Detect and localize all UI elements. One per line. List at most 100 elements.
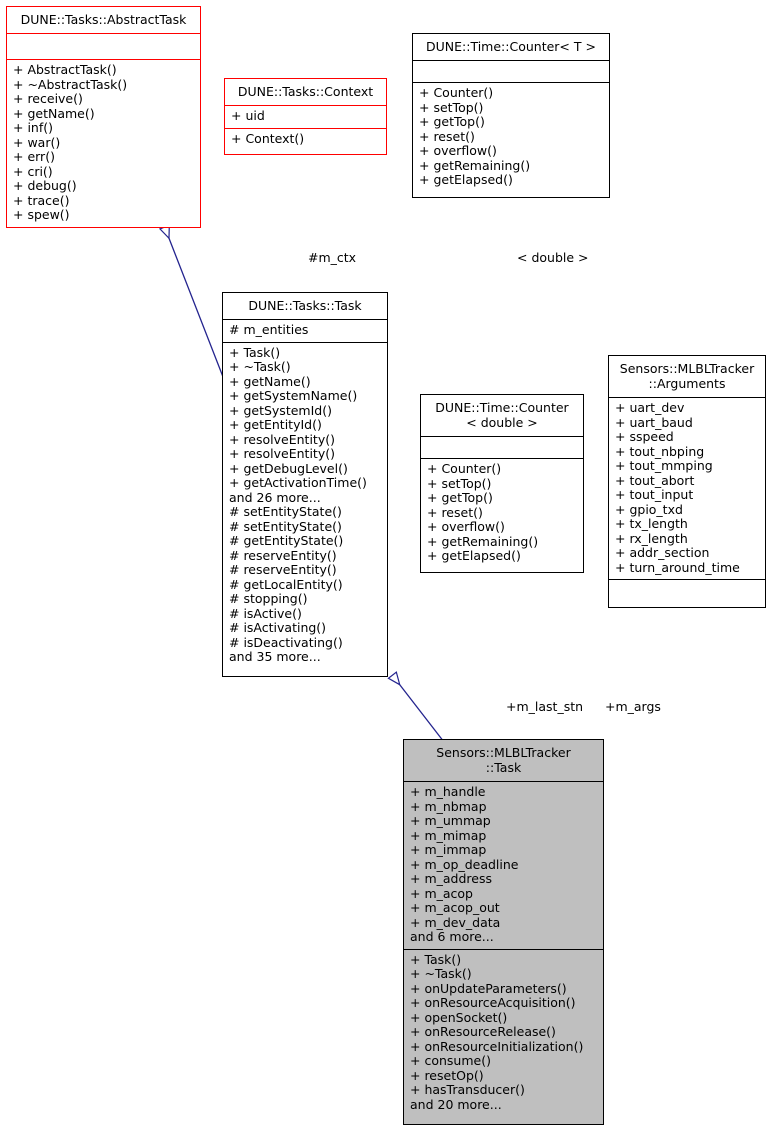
member-row: + tx_length: [615, 516, 688, 531]
member-row: + rx_length: [615, 530, 688, 546]
member-row: + uart_baud: [615, 414, 693, 430]
class-box-mlbl-task[interactable]: Sensors::MLBLTracker ::Task + m_handle+ …: [403, 739, 604, 1125]
class-box-context[interactable]: DUNE::Tasks::Context + uid + Context(): [224, 78, 387, 155]
member-row: + Task(): [229, 344, 281, 360]
class-title-mlbl-arguments-line1: Sensors::MLBLTracker: [619, 361, 755, 376]
member-row: + uid: [231, 108, 265, 123]
member-row: + resolveEntity(): [229, 446, 335, 461]
class-box-tasks-task[interactable]: DUNE::Tasks::Task # m_entities + Task()+…: [222, 292, 388, 677]
class-title-counter-t: DUNE::Time::Counter< T >: [426, 39, 596, 54]
class-title-tasks-task: DUNE::Tasks::Task: [248, 298, 362, 313]
member-row: + m_mimap: [410, 827, 487, 843]
member-row: # stopping(): [229, 591, 308, 606]
class-title-context: DUNE::Tasks::Context: [237, 84, 374, 99]
class-title-mlbl-task-line2: ::Task: [485, 760, 522, 775]
class-operations-context: + Context(): [225, 127, 386, 151]
edge-inheritance-mlbltask-task: [393, 676, 445, 743]
class-attributes-counter-t: [413, 60, 609, 82]
member-row: + overflow(): [427, 519, 505, 534]
member-row: + Counter(): [427, 461, 502, 476]
class-attributes-tasks-task: # m_entities: [223, 319, 387, 342]
member-row: + sspeed: [615, 429, 674, 444]
class-title-counter-double: DUNE::Time::Counter < double >: [421, 395, 583, 436]
member-row: and 35 more...: [229, 649, 321, 664]
member-row: + spew(): [13, 207, 70, 222]
member-row: # setEntityState(): [229, 504, 342, 519]
class-title-mlbl-arguments: Sensors::MLBLTracker ::Arguments: [609, 356, 765, 397]
class-operations-counter-double: + Counter()+ setTop()+ getTop()+ reset()…: [421, 458, 583, 568]
class-box-counter-t[interactable]: DUNE::Time::Counter< T > + Counter()+ se…: [412, 33, 610, 198]
member-row: + getName(): [13, 105, 95, 121]
class-operations-mlbl-arguments: [609, 579, 765, 605]
member-row: + getEntityId(): [229, 417, 322, 432]
member-row: + m_acop_out: [410, 900, 500, 915]
member-row: + tout_mmping: [615, 458, 713, 473]
edge-label-m-last-stn: +m_last_stn: [506, 699, 584, 714]
member-row: # isDeactivating(): [229, 634, 343, 650]
member-row: # getEntityState(): [229, 533, 344, 548]
member-row: + uart_dev: [615, 400, 685, 415]
member-row: + Counter(): [419, 85, 494, 100]
member-row: + cri(): [13, 163, 53, 179]
class-attributes-mlbl-arguments: + uart_dev+ uart_baud+ sspeed+ tout_nbpi…: [609, 397, 765, 579]
member-row: + Context(): [231, 130, 305, 146]
member-row: + resetOp(): [410, 1067, 484, 1083]
member-row: + getRemaining(): [427, 533, 539, 549]
member-row: + m_acop: [410, 885, 473, 901]
member-row: + m_handle: [410, 784, 486, 799]
class-attributes-counter-double: [421, 436, 583, 458]
member-row: + getRemaining(): [419, 157, 531, 173]
edge-label-m-ctx: #m_ctx: [308, 250, 357, 265]
member-row: + Task(): [410, 951, 462, 967]
member-row: + getActivationTime(): [229, 475, 367, 490]
class-title-abstract-task: DUNE::Tasks::AbstractTask: [20, 12, 187, 27]
member-row: + getSystemName(): [229, 388, 358, 403]
member-row: + receive(): [13, 91, 83, 106]
class-box-mlbl-arguments[interactable]: Sensors::MLBLTracker ::Arguments + uart_…: [608, 355, 766, 608]
member-row: + ~Task(): [229, 359, 291, 374]
class-title-mlbl-task: Sensors::MLBLTracker ::Task: [404, 740, 603, 781]
member-row: + getElapsed(): [419, 172, 513, 187]
member-row: + getElapsed(): [427, 548, 521, 563]
member-row: # m_entities: [229, 322, 309, 337]
class-operations-tasks-task: + Task()+ ~Task()+ getName()+ getSystemN…: [223, 341, 387, 669]
member-row: + setTop(): [419, 99, 484, 115]
member-row: + getTop(): [419, 114, 485, 129]
member-row: + tout_nbping: [615, 443, 705, 459]
member-row: + m_nbmap: [410, 798, 487, 814]
member-row: + m_immap: [410, 842, 487, 857]
member-row: + inf(): [13, 120, 53, 135]
member-row: # isActive(): [229, 605, 302, 621]
member-row: + reset(): [419, 128, 475, 144]
member-row: + debug(): [13, 178, 77, 193]
member-row: + m_ummap: [410, 813, 491, 828]
member-row: + resolveEntity(): [229, 431, 335, 447]
member-row: # isActivating(): [229, 620, 327, 635]
member-row: + onResourceRelease(): [410, 1024, 556, 1039]
member-row: + addr_section: [615, 545, 710, 560]
class-attributes-mlbl-task: + m_handle+ m_nbmap+ m_ummap+ m_mimap+ m…: [404, 781, 603, 949]
member-row: + onResourceInitialization(): [410, 1038, 584, 1054]
class-box-abstract-task[interactable]: DUNE::Tasks::AbstractTask + AbstractTask…: [6, 6, 201, 228]
class-box-counter-double[interactable]: DUNE::Time::Counter < double > + Counter…: [420, 394, 584, 573]
member-row: and 26 more...: [229, 489, 321, 505]
member-row: # reserveEntity(): [229, 562, 337, 577]
member-row: + onUpdateParameters(): [410, 980, 567, 996]
member-row: # reserveEntity(): [229, 547, 337, 563]
member-row: + consume(): [410, 1053, 491, 1068]
member-row: + ~Task(): [410, 966, 472, 981]
class-operations-abstract-task: + AbstractTask()+ ~AbstractTask()+ recei…: [7, 59, 200, 227]
member-row: + war(): [13, 134, 61, 150]
class-title-mlbl-arguments-line2: ::Arguments: [648, 376, 726, 391]
member-row: and 6 more...: [410, 929, 494, 944]
member-row: + getTop(): [427, 490, 493, 505]
class-attributes-abstract-task: [7, 33, 200, 59]
member-row: + hasTransducer(): [410, 1082, 525, 1097]
member-row: + getSystemId(): [229, 402, 332, 418]
member-row: + overflow(): [419, 143, 497, 158]
class-title-counter-double-line1: DUNE::Time::Counter: [435, 400, 569, 415]
member-row: + ~AbstractTask(): [13, 76, 128, 92]
class-title-counter-double-line2: < double >: [466, 415, 538, 430]
class-operations-mlbl-task: + Task()+ ~Task()+ onUpdateParameters() +…: [404, 948, 603, 1117]
